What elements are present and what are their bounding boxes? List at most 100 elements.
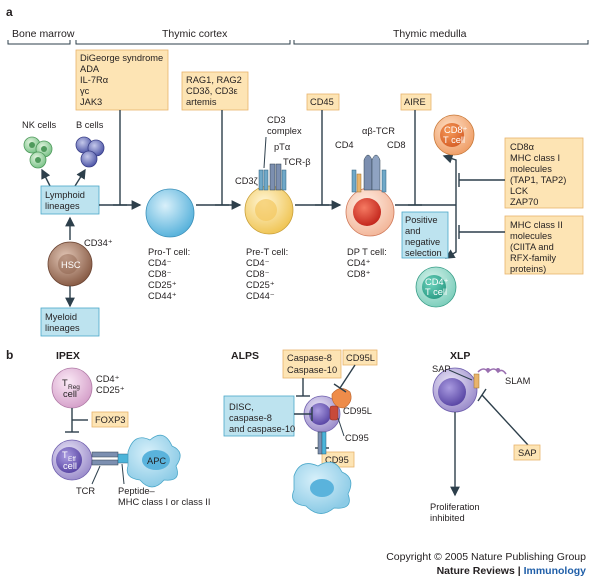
defect-molecules-1: molecules	[510, 164, 552, 174]
defect-jak3: JAK3	[80, 97, 102, 107]
b-cells: B cells	[75, 120, 105, 168]
pro-t-cd8: CD8⁻	[148, 269, 172, 279]
dp-t-label: DP T cell:	[347, 247, 387, 257]
aire-defect-box: AIRE	[400, 93, 432, 111]
panel-b-label: b	[6, 348, 13, 362]
dp-t-cell: CD4 αβ-TCR CD8 DP T cell: CD4⁺ CD8⁺	[335, 126, 406, 279]
hsc-label: HSC	[61, 260, 81, 270]
cd3-complex-2: complex	[267, 126, 302, 136]
disc-text-2: caspase-8	[229, 413, 272, 423]
defect-tap: (TAP1, TAP2)	[510, 175, 566, 185]
defect-artemis: artemis	[186, 97, 217, 107]
cd95l-box: CD95L	[346, 353, 375, 363]
treg-cell: cell	[63, 389, 77, 399]
pro-t-cell: Pro-T cell: CD4⁻ CD8⁻ CD25⁺ CD44⁺	[145, 188, 195, 301]
pre-t-cd4: CD4⁻	[246, 258, 270, 268]
defect-cd3: CD3δ, CD3ε	[186, 86, 238, 96]
pre-t-cell: CD3 complex pTα TCR-β CD3ζ Pre-T cell: C…	[235, 115, 311, 301]
lymphoid-text-2: lineages	[45, 201, 80, 211]
cd8-label: CD8	[387, 140, 406, 150]
cd95l-label: CD95L	[343, 406, 372, 416]
myeloid-text-1: Myeloid	[45, 312, 77, 322]
footer-separator: |	[514, 565, 524, 577]
foxp3-label: FOXP3	[95, 415, 125, 425]
cd4-t-label-1: CD4⁺	[425, 277, 449, 287]
pro-t-cd4: CD4⁻	[148, 258, 172, 268]
nk-cells: NK cells	[22, 120, 56, 169]
ipex-title: IPEX	[56, 350, 80, 362]
sap-label: SAP	[432, 364, 451, 374]
region-bone-marrow: Bone marrow	[12, 28, 75, 40]
sap-box: SAP	[518, 448, 537, 458]
footer: Copyright © 2005 Nature Publishing Group…	[386, 550, 586, 578]
teff-cell: cell	[63, 461, 77, 471]
cd8-t-label-1: CD8⁺	[444, 125, 468, 135]
lymphoid-text-1: Lymphoid	[45, 190, 85, 200]
treg-cd25: CD25⁺	[96, 385, 125, 395]
hsc-marker: CD34⁺	[84, 238, 113, 248]
defect-mhc2: MHC class II	[510, 220, 563, 230]
selection-text-2: and	[405, 226, 421, 236]
pre-t-cd8: CD8⁻	[246, 269, 270, 279]
pro-t-cd44: CD44⁺	[148, 291, 177, 301]
lymphoid-lineages-box: Lymphoid lineages	[40, 185, 100, 215]
outcome-1: Proliferation	[430, 502, 480, 512]
ipex-section: IPEX T Reg cell CD4⁺ CD25⁺ FOXP3 T Eff c…	[51, 350, 210, 507]
cd8-t-cell: CD8⁺ T cell	[433, 114, 475, 156]
treg-t: T	[62, 378, 68, 388]
ab-tcr-label: αβ-TCR	[362, 126, 395, 136]
pre-t-label: Pre-T cell:	[246, 247, 288, 257]
caspase-8: Caspase-8	[287, 353, 332, 363]
apc-label: APC	[147, 456, 166, 466]
cd4-label: CD4	[335, 140, 354, 150]
defect-rag: RAG1, RAG2	[186, 75, 242, 85]
defect-ciita: (CIITA and	[510, 242, 554, 252]
defect-lck: LCK	[510, 186, 529, 196]
pro-t-label: Pro-T cell:	[148, 247, 190, 257]
disc-text-3: and caspase-10	[229, 424, 295, 434]
treg-cd4: CD4⁺	[96, 374, 120, 384]
mhc2-defect-box: MHC class II molecules (CIITA and RFX-fa…	[504, 215, 584, 275]
region-headers: Bone marrow Thymic cortex Thymic medulla	[7, 28, 589, 45]
caspase-10: Caspase-10	[287, 365, 337, 375]
selection-text-1: Positive	[405, 215, 438, 225]
pre-t-cd44: CD44⁻	[246, 291, 275, 301]
myeloid-lineages-box: Myeloid lineages	[40, 307, 100, 337]
digeorge-defect-box: DiGeorge syndrome ADA IL-7Rα γc JAK3	[75, 49, 169, 111]
defect-il7ra: IL-7Rα	[80, 75, 109, 85]
pro-t-cd25: CD25⁺	[148, 280, 177, 290]
region-thymic-cortex: Thymic cortex	[162, 28, 228, 40]
teff-t: T	[62, 450, 68, 460]
dp-t-cd8: CD8⁺	[347, 269, 371, 279]
outcome-2: inhibited	[430, 513, 465, 523]
cd95-box: CD95	[325, 455, 349, 465]
defect-gamma-c: γc	[80, 86, 90, 96]
defect-mhc1: MHC class I	[510, 153, 560, 163]
hsc-cell: HSC CD34⁺	[47, 216, 113, 308]
region-thymic-medulla: Thymic medulla	[393, 28, 467, 40]
defect-aire: AIRE	[404, 97, 426, 107]
defect-digeorge: DiGeorge syndrome	[80, 53, 163, 63]
slam-label: SLAM	[505, 376, 530, 386]
alps-title: ALPS	[231, 350, 259, 362]
cd4-t-label-2: T cell	[425, 287, 447, 297]
xlp-title: XLP	[450, 350, 470, 362]
rag-defect-box: RAG1, RAG2 CD3δ, CD3ε artemis	[181, 71, 249, 111]
cd3z-label: CD3ζ	[235, 176, 258, 186]
selection-text-4: selection	[405, 248, 442, 258]
defect-cd45: CD45	[310, 97, 334, 107]
selection-box: Positive and negative selection	[401, 211, 449, 259]
pre-t-cd25: CD25⁺	[246, 280, 275, 290]
copyright: Copyright © 2005 Nature Publishing Group	[386, 551, 586, 563]
journal-name: Nature Reviews	[436, 565, 515, 577]
alps-section: ALPS Caspase-8 Caspase-10 CD95L DISC, ca…	[223, 349, 378, 514]
teff-sub: Eff	[68, 456, 76, 463]
b-cells-label: B cells	[76, 120, 104, 130]
defect-molecules-2: molecules	[510, 231, 552, 241]
journal-section: Immunology	[523, 565, 586, 577]
cd45-defect-box: CD45	[306, 93, 340, 111]
panel-a-label: a	[6, 5, 13, 19]
xlp-section: XLP SAP SLAM SAP Proliferation inhibited	[430, 350, 541, 523]
cd4-t-cell: CD4⁺ T cell	[415, 266, 457, 308]
defect-ada: ADA	[80, 64, 100, 74]
